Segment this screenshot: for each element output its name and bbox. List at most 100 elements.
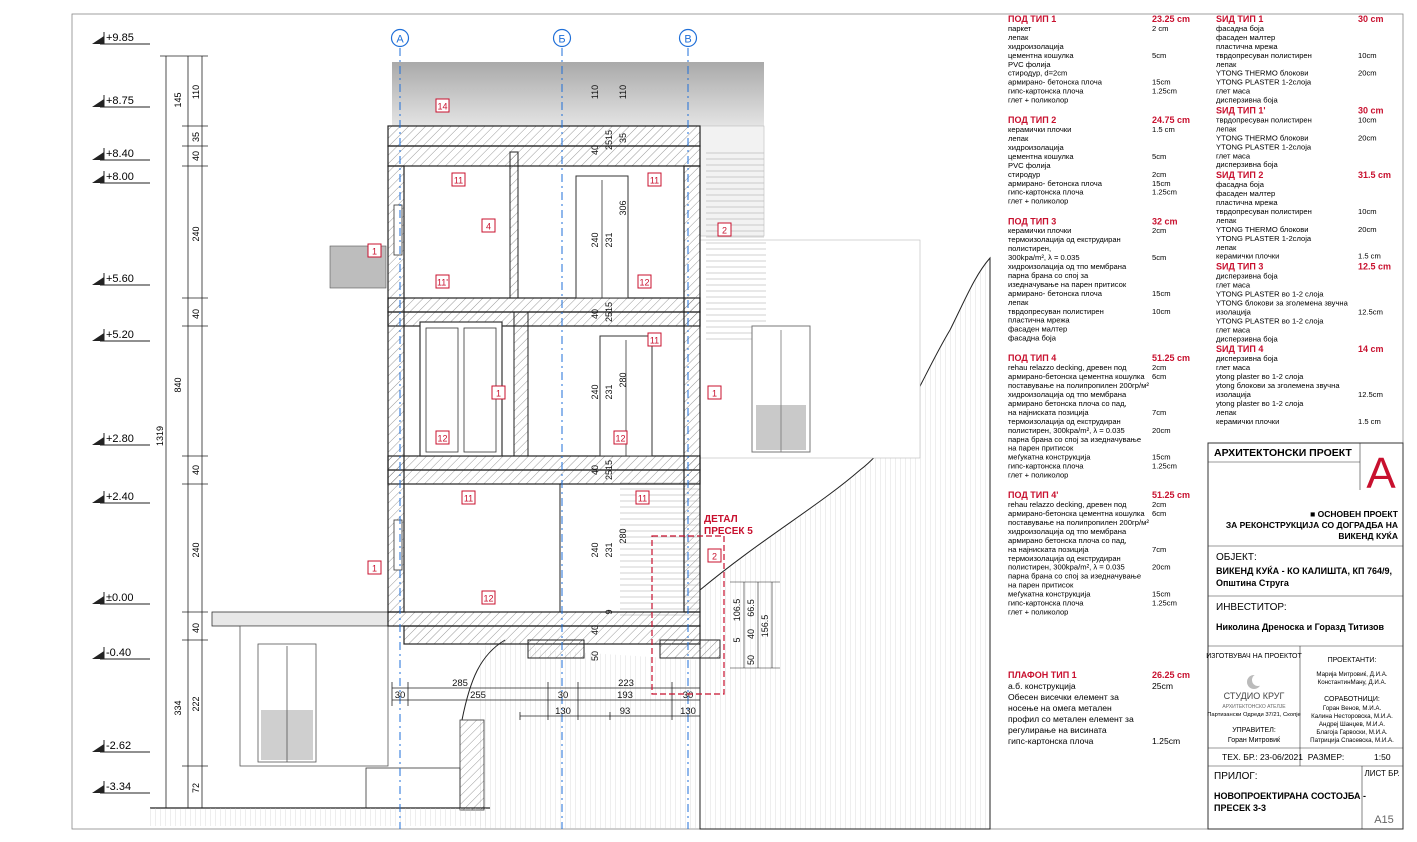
spec-layer: фасадна боја (1008, 334, 1057, 343)
spec-layer: термоизолација од екструдиран (1008, 417, 1121, 426)
inner-dimensions: 240 231 306 240 231 280 240 231 280 110 … (590, 85, 628, 661)
svg-text:280: 280 (618, 528, 628, 543)
axis-bubble (678, 28, 698, 48)
ceiling-total: 26.25 cm (1152, 670, 1190, 680)
svg-text:231: 231 (604, 232, 614, 247)
tb-manager-label: УПРАВИТЕЛ: (1232, 727, 1276, 734)
tb-type-1: ■ ОСНОВЕН ПРОЕКТ (1310, 509, 1399, 519)
svg-text:1: 1 (372, 247, 377, 257)
material-tag: 14 (435, 98, 450, 113)
title-block: АРХИТЕКТОНСКИ ПРОЕКТ А ■ ОСНОВЕН ПРОЕКТ … (1206, 442, 1404, 830)
spec-layer: армирано- бетонска плоча (1008, 78, 1103, 87)
spec-thickness: 7cm (1152, 408, 1166, 417)
svg-text:231: 231 (604, 384, 614, 399)
hdim-193: 193 (617, 690, 633, 701)
svg-text:5: 5 (732, 637, 742, 642)
hdim-223: 223 (618, 678, 634, 689)
wall-layer: изолација (1216, 390, 1252, 399)
ceiling-layer: а.б. конструкција (1008, 681, 1076, 691)
svg-text:1: 1 (712, 389, 717, 399)
svg-text:35: 35 (618, 133, 628, 143)
svg-text:156.5: 156.5 (760, 615, 770, 638)
wall-title: ЅИД ТИП 2 (1216, 170, 1263, 180)
wall-layer: глет маса (1216, 151, 1251, 160)
spec-layer: армирано- бетонска плоча (1008, 179, 1103, 188)
spec-thickness: 2cm (1152, 500, 1166, 509)
window-middle-left (419, 321, 503, 457)
wall-layer: пластична мрежа (1216, 42, 1278, 51)
wall-total: 31.5 cm (1358, 170, 1391, 180)
svg-text:66.5: 66.5 (746, 599, 756, 617)
wall-total: 14 cm (1358, 344, 1384, 354)
svg-text:9: 9 (604, 609, 614, 614)
spec-layer: тврдопресуван полистирен (1008, 307, 1104, 316)
wall-layer: керамички плочки (1216, 417, 1279, 426)
level-label: +8.75 (106, 95, 134, 107)
tb-scale-label: РАЗМЕР: (1308, 752, 1344, 762)
wall-layer: YTONG PLASTER 1-2слоја (1216, 234, 1312, 243)
spec-thickness: 1.25cm (1152, 462, 1177, 471)
spec-layer: полистирен, 300kpa/m², λ = 0.035 (1008, 563, 1125, 572)
wall-thickness: 10cm (1358, 51, 1377, 60)
spec-layer: хидроизолација (1008, 143, 1065, 152)
axis-label: А (396, 34, 404, 46)
spec-layer: глет + поликолор (1008, 471, 1068, 480)
svg-text:40: 40 (590, 625, 600, 635)
level-label: -0.40 (106, 647, 131, 659)
spec-layer: rehau relazzo decking, древен под (1008, 363, 1127, 372)
svg-text:11: 11 (650, 176, 659, 186)
dim-40-top: 40 (191, 151, 201, 161)
tb-object-1: ВИКЕНД КУЌА - КО КАЛИШТА, КП 764/9, (1216, 566, 1392, 576)
level-marker: +8.75 (92, 95, 150, 108)
spec-layer: меѓукатна конструкција (1008, 590, 1091, 599)
spec-thickness: 6cm (1152, 509, 1166, 518)
spec-layer: полистирен, (1008, 244, 1051, 253)
material-tag: 11 (647, 332, 662, 347)
svg-text:12: 12 (437, 434, 447, 444)
dim-110: 110 (191, 85, 201, 99)
wall-layer: лепак (1216, 60, 1237, 69)
spec-total: 24.75 cm (1152, 115, 1190, 125)
svg-text:14: 14 (437, 102, 447, 112)
svg-text:231: 231 (604, 542, 614, 557)
material-tag: 4 (481, 218, 496, 233)
wall-thickness: 20cm (1358, 225, 1377, 234)
background-roof-block (392, 62, 764, 126)
svg-text:240: 240 (590, 232, 600, 247)
spec-title: ПОД ТИП 4 (1008, 353, 1056, 363)
level-marker: +5.60 (92, 273, 150, 286)
svg-text:50: 50 (746, 655, 756, 665)
hdim-30c: 30 (683, 690, 694, 701)
tb-object-label: ОБЈЕКТ: (1216, 552, 1257, 563)
level-label: +8.40 (106, 148, 134, 160)
hdim-93: 93 (620, 706, 631, 717)
tb-attachment-1: НОВОПРОЕКТИРАНА СОСТОЈБА - (1214, 791, 1366, 801)
material-tag: 2 (707, 548, 722, 563)
svg-text:4: 4 (486, 222, 491, 232)
dim-222: 222 (191, 696, 201, 711)
wall-layer: изолација (1216, 307, 1252, 316)
svg-text:2: 2 (722, 226, 727, 236)
spec-thickness: 15cm (1152, 590, 1171, 599)
spec-layer: хидроизолација од тпо мембрана (1008, 527, 1127, 536)
spec-layer: хидроизолација од тпо мембрана (1008, 262, 1127, 271)
wall-layer: глет маса (1216, 363, 1251, 372)
wall-layer: YTONG PLASTER 1-2слоја (1216, 142, 1312, 151)
wall-layer: пластична мрежа (1216, 198, 1278, 207)
spec-thickness: 1.5 cm (1152, 125, 1175, 134)
material-tag: 2 (717, 222, 732, 237)
ground-strip (150, 808, 490, 826)
spec-total: 23.25 cm (1152, 14, 1190, 24)
wall-layer: дисперзивна боја (1216, 272, 1278, 281)
wall-layer: тврдопресуван полистирен (1216, 51, 1312, 60)
wall-layer: керамички плочки (1216, 252, 1279, 261)
spec-thickness: 2cm (1152, 170, 1166, 179)
wall-layer: ytong блокови за зголемена звучна (1216, 381, 1340, 390)
svg-text:12: 12 (483, 594, 493, 604)
svg-text:2: 2 (712, 552, 717, 562)
spec-layer: армирано бетонска плоча со пад, (1008, 536, 1127, 545)
hdim-130a: 130 (555, 706, 571, 717)
material-tag: 1 (491, 385, 506, 400)
spec-thickness: 1.25cm (1152, 188, 1177, 197)
